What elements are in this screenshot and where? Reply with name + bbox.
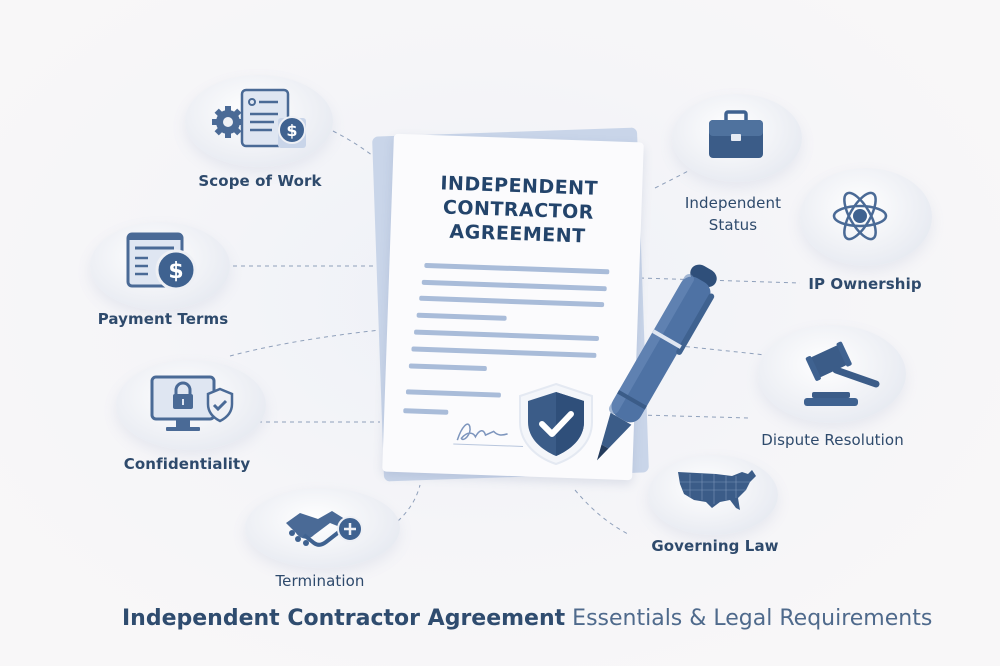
gear-document-dollar-icon: $ — [212, 88, 312, 154]
invoice-dollar-icon: $ — [126, 232, 202, 296]
topic-label-termination: Termination — [275, 572, 365, 590]
document-text-line — [408, 363, 487, 372]
topic-label-payment-terms: Payment Terms — [97, 310, 229, 328]
footer-title-light: Essentials & Legal Requirements — [565, 606, 933, 631]
topic-label-independent-status-line1: Independent — [684, 194, 782, 212]
pen-icon — [578, 252, 718, 496]
shield-check-icon — [516, 382, 596, 470]
topic-label-ip-ownership: IP Ownership — [808, 275, 922, 293]
topic-label-scope-of-work: Scope of Work — [198, 172, 322, 190]
document-text-line — [413, 329, 600, 342]
document-text-line — [403, 408, 449, 415]
gavel-icon — [802, 340, 882, 412]
handshake-icon — [284, 505, 370, 553]
footer-title-bold: Independent Contractor Agreement — [122, 606, 566, 631]
document-text-line — [416, 312, 507, 321]
monitor-lock-shield-icon — [150, 375, 236, 439]
document-text-line — [411, 346, 597, 358]
svg-text:$: $ — [286, 121, 297, 140]
document-text-line — [419, 295, 605, 308]
document-text-line — [405, 389, 502, 398]
document-front-page: INDEPENDENT CONTRACTOR AGREEMENT — [382, 133, 644, 481]
topic-label-confidentiality: Confidentiality — [123, 455, 251, 473]
agreement-document: INDEPENDENT CONTRACTOR AGREEMENT — [372, 127, 649, 482]
footer-title: Independent Contractor Agreement Essenti… — [122, 606, 932, 631]
dispute-resolution-blob — [758, 325, 906, 423]
svg-text:$: $ — [168, 259, 183, 284]
signature-icon — [453, 423, 524, 447]
us-map-icon — [676, 468, 760, 518]
topic-label-independent-status: Independent Status — [668, 192, 798, 236]
topic-label-dispute-resolution: Dispute Resolution — [761, 431, 904, 449]
atom-icon — [830, 186, 890, 250]
briefcase-icon — [708, 110, 764, 164]
topic-label-governing-law: Governing Law — [651, 537, 779, 555]
document-title: INDEPENDENT CONTRACTOR AGREEMENT — [412, 170, 624, 249]
topic-label-independent-status-line2: Status — [708, 216, 758, 234]
